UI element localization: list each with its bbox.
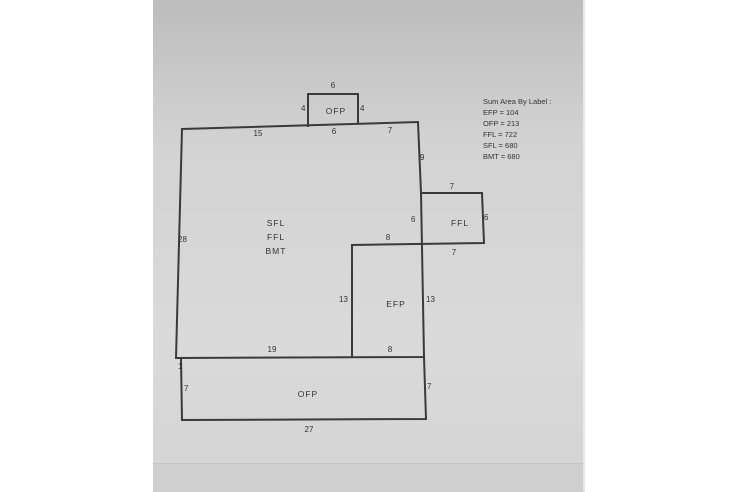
area-label-side: FFL xyxy=(451,218,469,228)
area-label-top-porch: OFP xyxy=(326,106,346,116)
dim-bottom-porch-right: 7 xyxy=(427,382,432,391)
area-label-bmt: BMT xyxy=(266,246,287,256)
area-label-ffl: FFL xyxy=(267,232,285,242)
dim-side-bottom: 7 xyxy=(452,248,457,257)
legend-item: OFP = 213 xyxy=(483,119,519,128)
dim-top-porch-base: 6 xyxy=(332,127,337,136)
area-legend: Sum Area By Label : EFP = 104 OFP = 213 … xyxy=(483,97,551,161)
area-label-inset: EFP xyxy=(386,299,406,309)
top-porch-outline xyxy=(307,93,359,127)
dim-main-top-right: 7 xyxy=(388,126,393,135)
legend-item: EFP = 104 xyxy=(483,108,519,117)
dim-main-bottom: 19 xyxy=(268,345,277,354)
legend-item: BMT = 680 xyxy=(483,152,520,161)
dim-side-right: 6 xyxy=(484,213,489,222)
dim-main-top-left: 15 xyxy=(254,129,263,138)
dim-bottom-porch-bottom: 27 xyxy=(305,425,314,434)
dim-top-porch-right: 4 xyxy=(360,104,365,113)
main-outline xyxy=(174,120,426,360)
legend-title: Sum Area By Label : xyxy=(483,97,551,106)
dim-side-top: 7 xyxy=(450,182,455,191)
dim-bottom-porch-left: 7 xyxy=(184,384,189,393)
paper-edge xyxy=(583,0,585,491)
bottom-porch-outline xyxy=(180,356,428,422)
side-room-outline xyxy=(351,192,486,357)
dim-bottom-porch-left-top: 1 xyxy=(178,362,183,371)
dim-inset-bottom: 8 xyxy=(388,345,393,354)
dim-main-right-upper: 9 xyxy=(420,153,425,162)
dim-inset-right: 13 xyxy=(426,295,435,304)
dim-inset-left: 13 xyxy=(339,295,348,304)
table-surface xyxy=(153,463,585,492)
legend-item: FFL = 722 xyxy=(483,130,517,139)
area-label-bottom-porch: OFP xyxy=(298,389,318,399)
legend-item: SFL = 680 xyxy=(483,141,518,150)
dim-top-porch-top: 6 xyxy=(331,81,336,90)
dim-top-porch-left: 4 xyxy=(301,104,306,113)
dim-inset-top: 8 xyxy=(386,233,391,242)
dim-side-left: 6 xyxy=(411,215,416,224)
dim-main-left: 28 xyxy=(178,235,187,244)
area-label-sfl: SFL xyxy=(267,218,286,228)
